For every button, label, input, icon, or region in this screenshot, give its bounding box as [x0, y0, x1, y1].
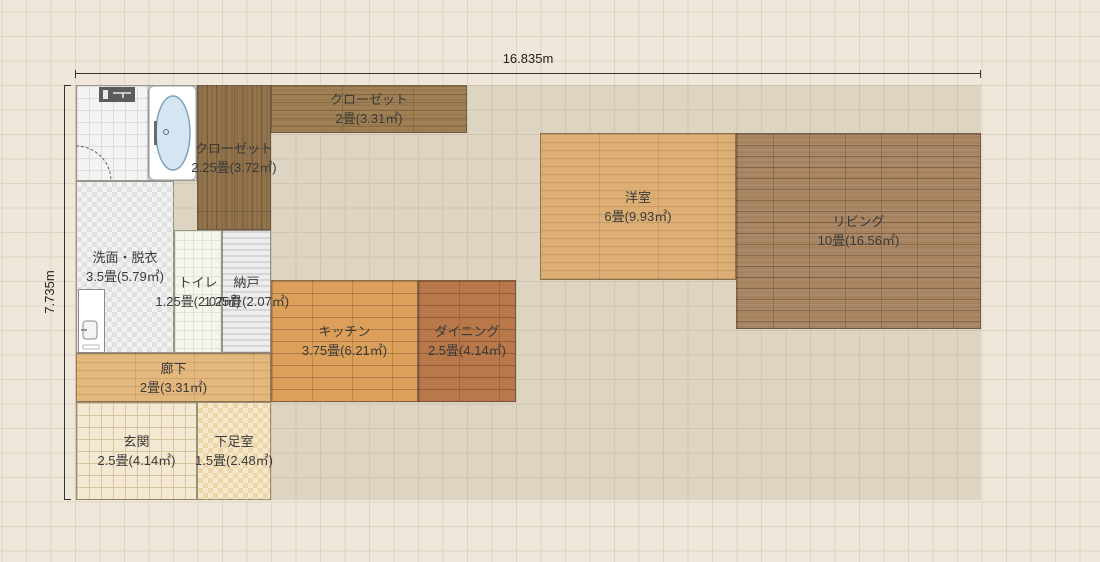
- room-closet-side[interactable]: クローゼット 2.25畳(3.72㎡): [191, 85, 277, 230]
- room-living[interactable]: リビング 10畳(16.56㎡): [736, 133, 981, 329]
- room-area: 10畳(16.56㎡): [817, 233, 900, 248]
- room-western-room[interactable]: 洋室 6畳(9.93㎡): [540, 133, 736, 280]
- bathtub-icon[interactable]: [148, 85, 197, 181]
- room-area: 6畳(9.93㎡): [604, 208, 672, 224]
- room-name: 廊下: [160, 360, 187, 376]
- room-washroom[interactable]: 洗面・脱衣 3.5畳(5.79㎡): [76, 181, 174, 353]
- room-area: 2.5畳(4.14㎡): [427, 343, 507, 358]
- room-closet-upper[interactable]: クローゼット 2畳(3.31㎡): [271, 85, 467, 133]
- room-name: 洋室: [624, 189, 651, 205]
- width-dimension-line: [75, 73, 981, 74]
- room-name: クローゼット: [329, 92, 408, 107]
- room-entrance[interactable]: 玄関 2.5畳(4.14㎡): [76, 402, 197, 500]
- room-name: 納戸: [233, 274, 260, 290]
- washbasin-icon[interactable]: [78, 289, 105, 353]
- room-name: 洗面・脱衣: [92, 250, 158, 265]
- room-label: ダイニング 2.5畳(4.14㎡): [419, 281, 515, 401]
- room-area: 1.25畳(2.07㎡): [155, 293, 241, 309]
- width-dimension-tick: [75, 70, 76, 78]
- room-label: 下足室 1.5畳(2.48㎡): [194, 403, 274, 499]
- unit-bath-fixtures: [75, 85, 197, 182]
- room-shoe-room[interactable]: 下足室 1.5畳(2.48㎡): [194, 402, 274, 500]
- room-name: リビング: [832, 214, 885, 229]
- room-area: 2畳(3.31㎡): [335, 111, 403, 126]
- room-area: 2.25畳(3.72㎡): [191, 159, 277, 175]
- room-label: 納戸 1.25畳(2.07㎡): [204, 231, 289, 352]
- room-name: 玄関: [123, 434, 150, 449]
- room-label: リビング 10畳(16.56㎡): [737, 134, 980, 328]
- room-label: 玄関 2.5畳(4.14㎡): [77, 403, 196, 499]
- room-area: 1.5畳(2.48㎡): [194, 453, 274, 468]
- room-toilet[interactable]: トイレ 1.25畳(2.07㎡): [155, 230, 241, 353]
- room-label: クローゼット 2.25畳(3.72㎡): [191, 86, 276, 229]
- room-name: トイレ: [178, 274, 218, 290]
- height-dimension-label: 7.735m: [42, 270, 57, 314]
- room-label: 洗面・脱衣 3.5畳(5.79㎡): [77, 182, 173, 352]
- height-dimension-tick: [64, 85, 71, 86]
- room-area: 2畳(3.31㎡): [139, 379, 208, 395]
- room-name: ダイニング: [434, 324, 500, 339]
- height-dimension-tick: [64, 499, 71, 500]
- width-dimension-tick: [980, 70, 981, 78]
- room-name: クローゼット: [195, 140, 274, 156]
- width-dimension-label: 16.835m: [502, 51, 554, 66]
- height-dimension-line: [64, 85, 65, 500]
- room-storage[interactable]: 納戸 1.25畳(2.07㎡): [204, 230, 289, 353]
- shower-icon[interactable]: [99, 87, 135, 102]
- room-kitchen[interactable]: キッチン 3.75畳(6.21㎡): [271, 280, 418, 402]
- room-hallway[interactable]: 廊下 2畳(3.31㎡): [76, 353, 271, 402]
- room-dining[interactable]: ダイニング 2.5畳(4.14㎡): [418, 280, 516, 402]
- room-label: 洋室 6畳(9.93㎡): [541, 134, 735, 279]
- room-label: トイレ 1.25畳(2.07㎡): [155, 231, 240, 352]
- room-name: 下足室: [214, 434, 254, 449]
- room-label: キッチン 3.75畳(6.21㎡): [272, 281, 417, 401]
- room-label: クローゼット 2畳(3.31㎡): [272, 86, 466, 132]
- room-name: キッチン: [318, 324, 371, 339]
- door-swing-icon[interactable]: [75, 145, 112, 182]
- room-area: 1.25畳(2.07㎡): [203, 293, 290, 309]
- room-area: 3.5畳(5.79㎡): [85, 269, 165, 284]
- room-area: 3.75畳(6.21㎡): [301, 343, 388, 358]
- room-area: 2.5畳(4.14㎡): [97, 453, 176, 468]
- room-label: 廊下 2畳(3.31㎡): [77, 354, 270, 401]
